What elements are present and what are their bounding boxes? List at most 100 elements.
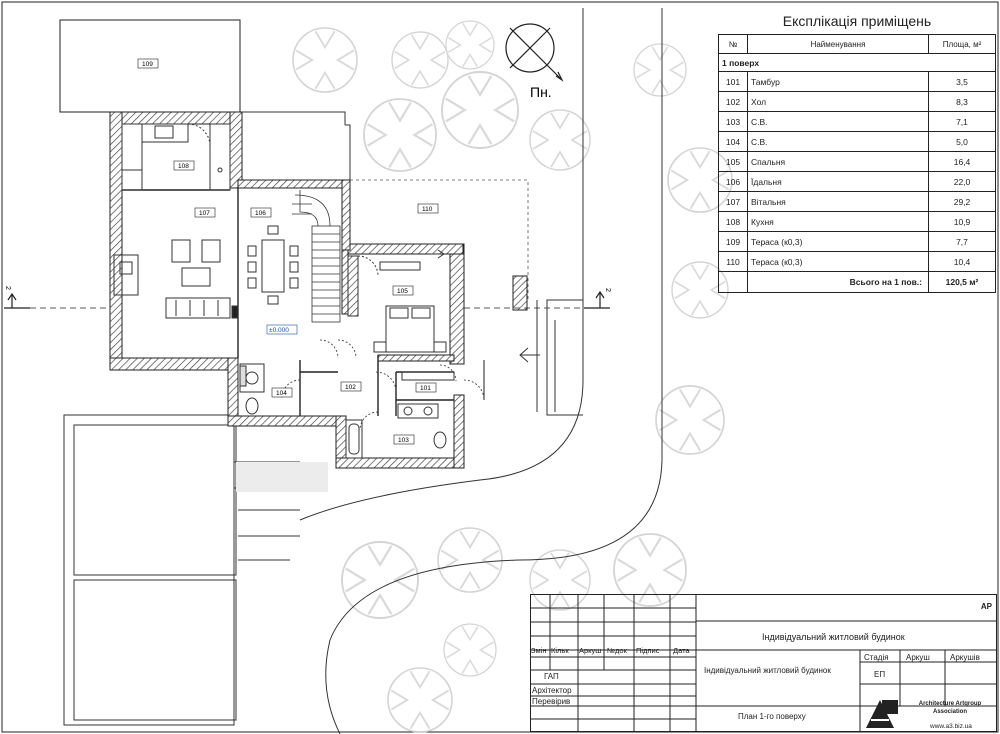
dining-furniture <box>247 225 299 305</box>
room-number: 109 <box>718 231 748 252</box>
room-area: 29,2 <box>928 191 996 212</box>
room-area: 7,1 <box>928 111 996 132</box>
col-header-change: Змін <box>531 646 547 655</box>
level-mark: ±0.000 <box>269 327 289 334</box>
room-tag-105: 105 <box>397 288 408 295</box>
room-tag-103: 103 <box>398 437 409 444</box>
total-value: 120,5 м² <box>928 271 996 293</box>
bedroom-furniture <box>347 249 447 353</box>
north-label: Пн. <box>530 84 552 100</box>
north-arrow-icon <box>505 23 564 82</box>
col-number-header: № <box>718 34 748 54</box>
room-name: Їдальня <box>747 171 929 192</box>
room-number: 110 <box>718 251 748 272</box>
walls <box>109 111 465 469</box>
explication-panel: Експлікація приміщень № Найменування Пло… <box>718 8 996 293</box>
project-name: Індивідуальний житловий будинок <box>762 632 905 642</box>
room-tags: 109 108 107 106 110 105 104 102 101 103 <box>137 58 439 445</box>
room-area: 5,0 <box>928 131 996 152</box>
stage-header: Стадія <box>864 653 889 662</box>
room-tag-106: 106 <box>255 210 266 217</box>
kitchen-furniture <box>121 123 231 191</box>
floor-label: 1 поверх <box>718 53 996 72</box>
col-area-header: Площа, м² <box>928 34 996 54</box>
room-area: 3,5 <box>928 71 996 92</box>
room-number: 106 <box>718 171 748 192</box>
col-header-count: Кільк <box>551 646 569 655</box>
room-number: 103 <box>718 111 748 132</box>
room-tag-107: 107 <box>199 210 210 217</box>
role-checked: Перевірив <box>532 697 571 706</box>
section-mark-right: 2 <box>604 288 611 292</box>
stamp-code: АР <box>980 602 992 611</box>
terrace-column <box>512 275 528 311</box>
room-number: 102 <box>718 91 748 112</box>
col-header-doc: №док <box>607 646 627 655</box>
room-tag-102: 102 <box>345 384 356 391</box>
section-markers <box>4 290 610 309</box>
room-name: С.В. <box>747 131 929 152</box>
room-number: 107 <box>718 191 748 212</box>
org-name: Architecture Artgroup Association <box>918 701 982 715</box>
room-area: 22,0 <box>928 171 996 192</box>
room-name: Хол <box>747 91 929 112</box>
room-tag-109: 109 <box>142 61 153 68</box>
room-name: С.В. <box>747 111 929 132</box>
room-area: 16,4 <box>928 151 996 172</box>
col-name-header: Найменування <box>747 34 929 54</box>
room-tag-110: 110 <box>422 206 433 213</box>
room-area: 10,4 <box>928 251 996 272</box>
room-area: 8,3 <box>928 91 996 112</box>
col-header-sheet: Аркуш <box>579 646 602 655</box>
room-tag-108: 108 <box>178 163 189 170</box>
section-mark-left: 2 <box>4 286 11 290</box>
stage-value: ЕП <box>874 670 886 679</box>
room-name: Спальня <box>747 151 929 172</box>
room-name: Тераса (к0,3) <box>747 231 929 252</box>
explication-title: Експлікація приміщень <box>782 13 932 29</box>
room-tag-104: 104 <box>276 390 287 397</box>
total-label: Всього на 1 пов.: <box>747 271 929 293</box>
room-number: 104 <box>718 131 748 152</box>
col-header-date: Дата <box>673 646 690 655</box>
room-area: 7,7 <box>928 231 996 252</box>
staircase <box>292 190 341 323</box>
room-number: 108 <box>718 211 748 232</box>
role-chief-architect: ГАП <box>544 672 559 681</box>
sheet-header: Аркуш <box>906 653 930 662</box>
partitions <box>122 188 454 416</box>
project-name-2: Індивідуальний житловий будинок <box>704 666 831 675</box>
terrace-110-outline <box>350 179 529 300</box>
room-number: 101 <box>718 71 748 92</box>
org-url: www.a3.biz.ua <box>930 723 972 730</box>
room-name: Тераса (к0,3) <box>747 251 929 272</box>
bathroom-fixtures <box>239 363 455 459</box>
room-name: Вітальня <box>747 191 929 212</box>
room-name: Тамбур <box>747 71 929 92</box>
living-furniture <box>113 239 239 319</box>
room-tag-101: 101 <box>420 385 431 392</box>
col-header-signature: Підпис <box>636 646 660 655</box>
room-area: 10,9 <box>928 211 996 232</box>
title-block: АР Індивідуальний житловий будинок Індив… <box>530 594 997 732</box>
room-name: Кухня <box>747 211 929 232</box>
role-architect: Архітектор <box>532 686 572 695</box>
sheets-header: Аркушів <box>950 653 980 662</box>
landscape-paths <box>63 8 663 734</box>
sheet-title: План 1-го поверху <box>738 712 806 721</box>
room-number: 105 <box>718 151 748 172</box>
org-logo-icon <box>866 700 898 728</box>
